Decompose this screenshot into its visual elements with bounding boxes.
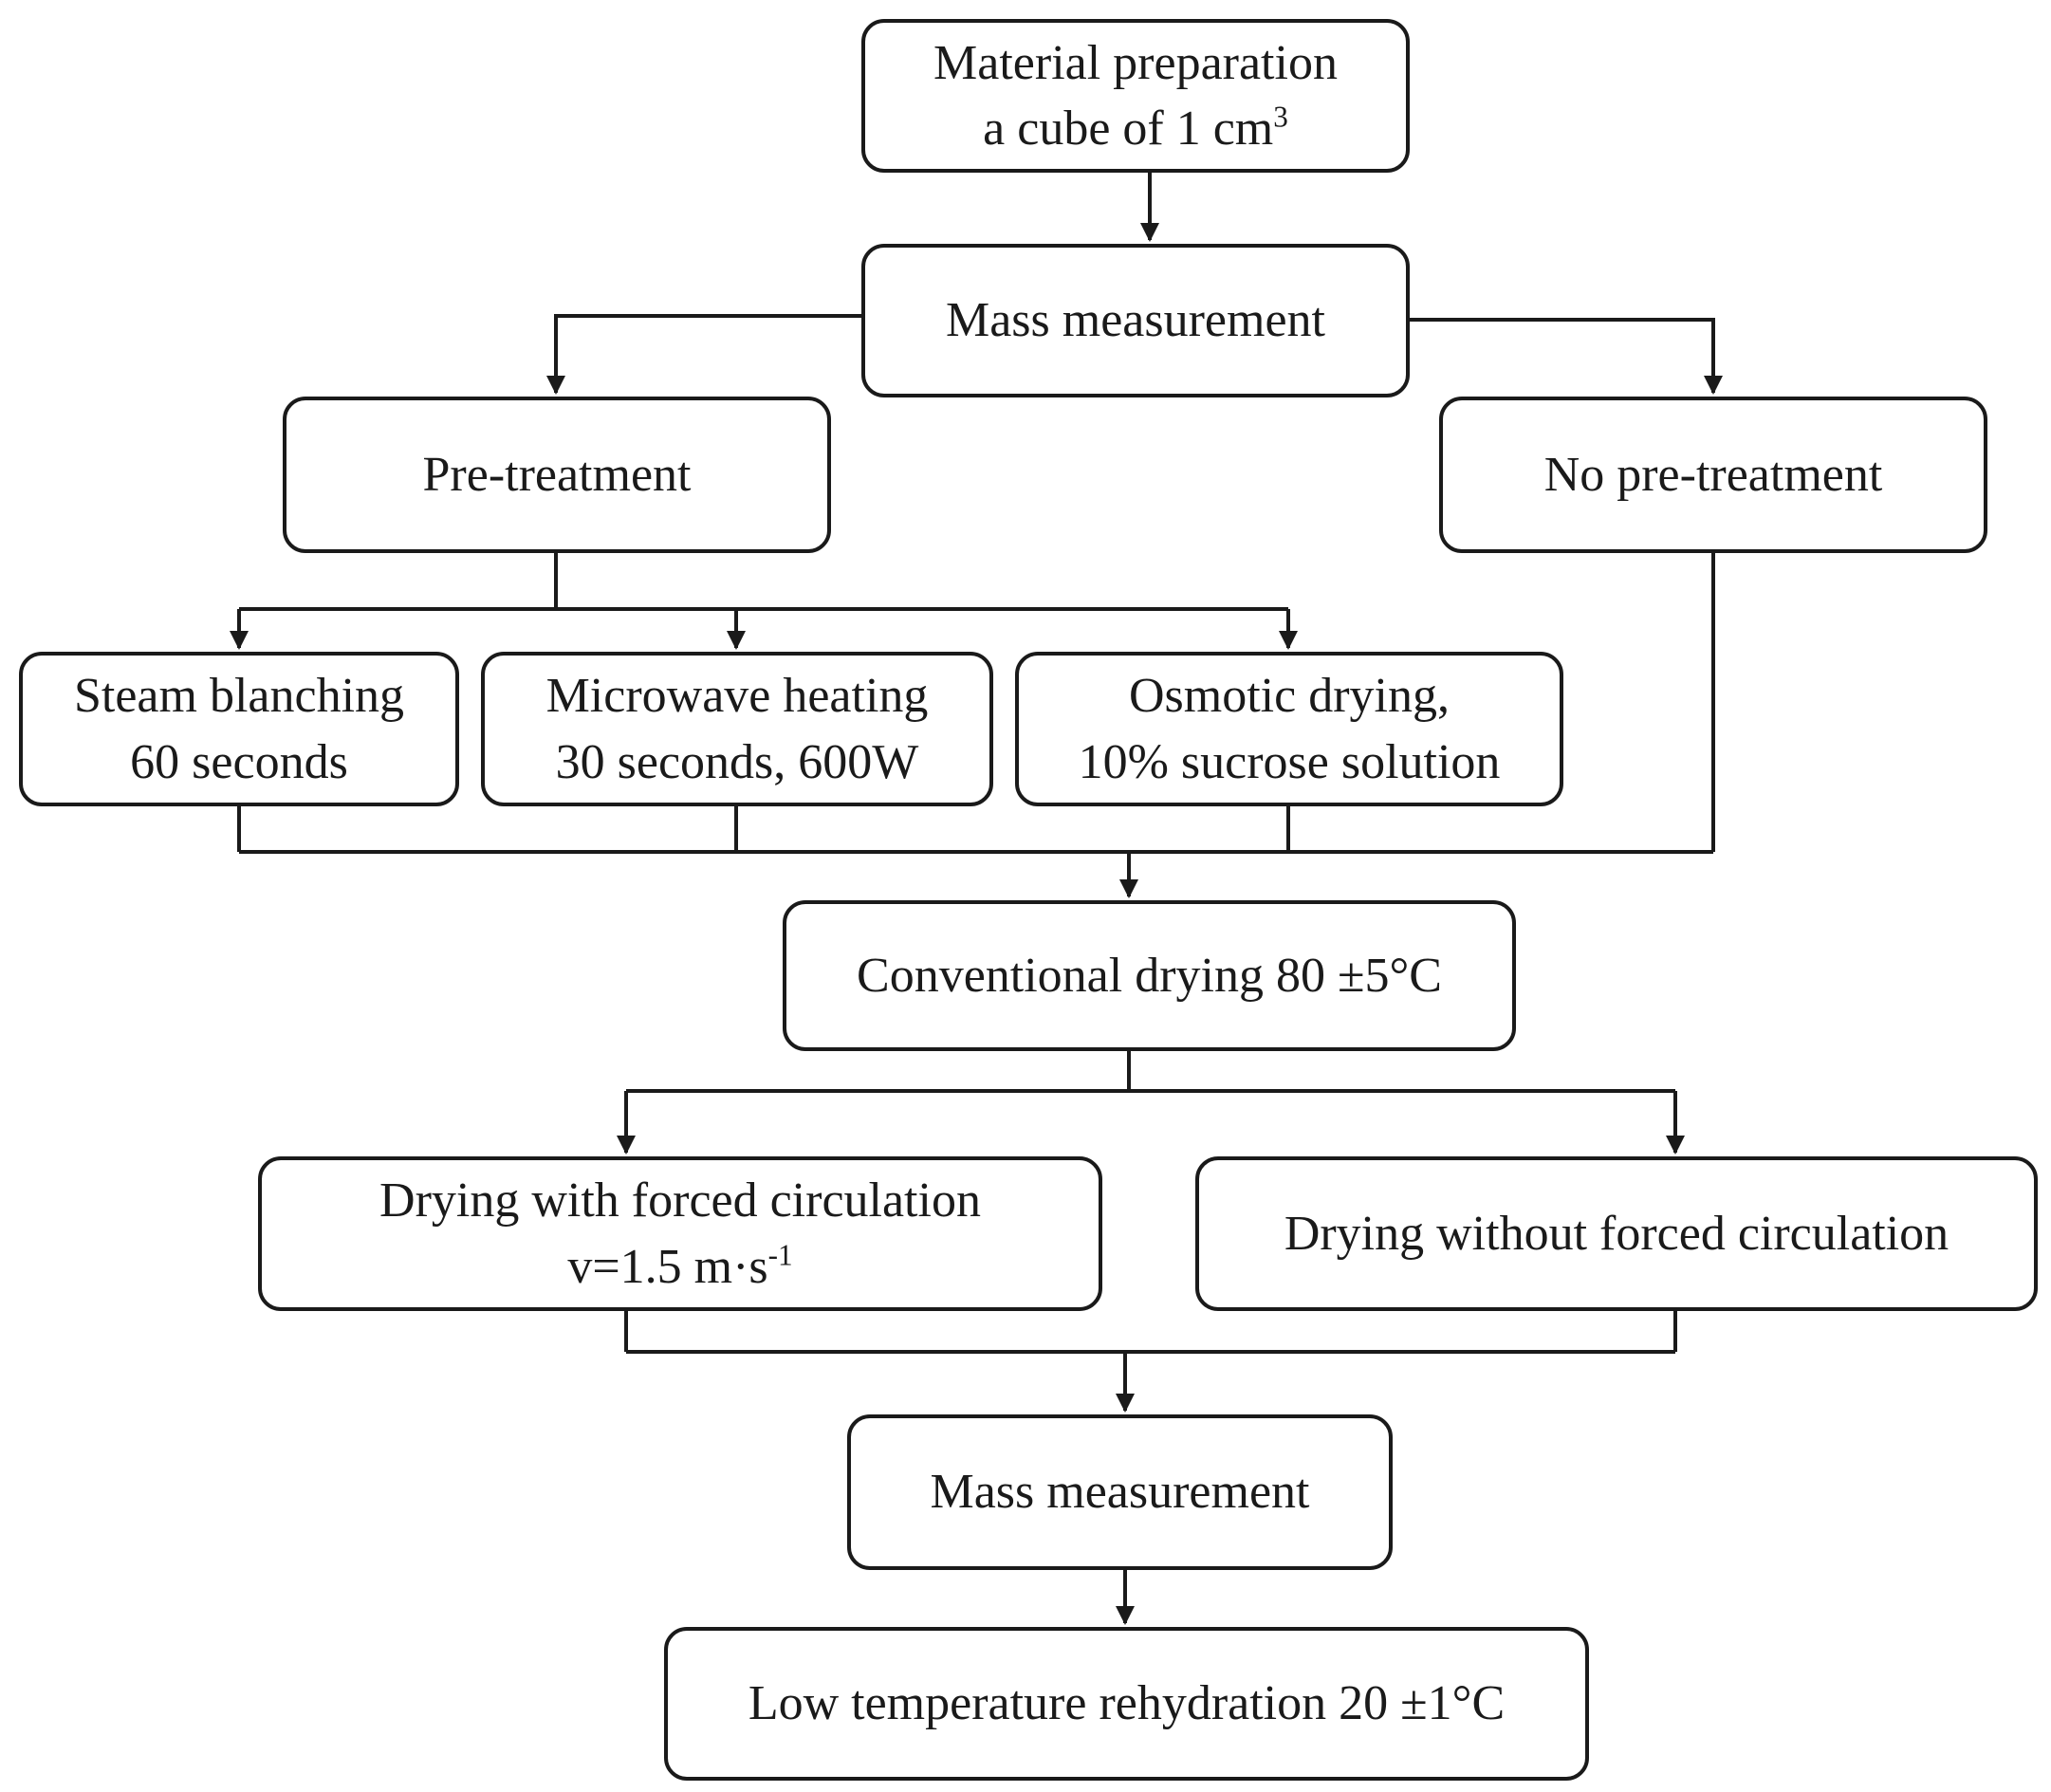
node-no-forced-circulation: Drying without forced circulation — [1195, 1156, 2038, 1311]
node-mass-measurement-2-label: Mass measurement — [930, 1465, 1310, 1520]
node-no-pre-treatment-label: No pre-treatment — [1543, 447, 1883, 502]
node-microwave-heating-line1: Microwave heating — [545, 669, 929, 724]
node-forced-circulation-line2: v=1.5 m·s-1 — [567, 1238, 793, 1294]
node-rehydration: Low temperature rehydration 20 ±1°C — [664, 1627, 1589, 1781]
node-mass-measurement-2: Mass measurement — [847, 1414, 1393, 1570]
node-osmotic-drying: Osmotic drying, 10% sucrose solution — [1015, 652, 1563, 806]
node-forced-circulation: Drying with forced circulation v=1.5 m·s… — [258, 1156, 1102, 1311]
node-mass-measurement-1-label: Mass measurement — [945, 293, 1325, 348]
node-pre-treatment-label: Pre-treatment — [422, 447, 692, 502]
node-no-forced-circulation-label: Drying without forced circulation — [1284, 1206, 1949, 1261]
node-rehydration-label: Low temperature rehydration 20 ±1°C — [748, 1676, 1506, 1731]
node-microwave-heating: Microwave heating 30 seconds, 600W — [481, 652, 993, 806]
node-material-preparation-line2: a cube of 1 cm3 — [983, 100, 1288, 156]
node-pre-treatment: Pre-treatment — [283, 397, 831, 553]
node-conventional-drying: Conventional drying 80 ±5°C — [783, 900, 1516, 1051]
node-steam-blanching-line2: 60 seconds — [130, 734, 348, 789]
node-mass-measurement-1: Mass measurement — [861, 244, 1410, 397]
node-steam-blanching-line1: Steam blanching — [73, 669, 405, 724]
node-material-preparation: Material preparation a cube of 1 cm3 — [861, 19, 1410, 173]
arrow-mass-to-pretreatment — [546, 314, 863, 395]
node-no-pre-treatment: No pre-treatment — [1439, 397, 1987, 553]
node-forced-circulation-line1: Drying with forced circulation — [379, 1173, 981, 1229]
arrow-mass-to-no-pretreatment — [1410, 318, 1723, 395]
node-material-preparation-line1: Material preparation — [933, 35, 1338, 90]
node-osmotic-drying-line2: 10% sucrose solution — [1078, 734, 1501, 789]
node-steam-blanching: Steam blanching 60 seconds — [19, 652, 459, 806]
node-microwave-heating-line2: 30 seconds, 600W — [555, 734, 919, 789]
node-osmotic-drying-line1: Osmotic drying, — [1129, 669, 1450, 724]
node-conventional-drying-label: Conventional drying 80 ±5°C — [857, 948, 1442, 1003]
